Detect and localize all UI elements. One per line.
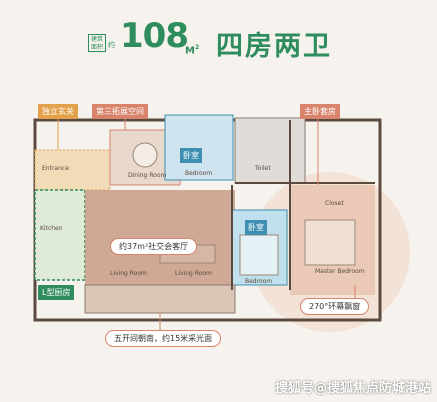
- plan-header: 建筑 面积 约 108 M2 四房两卫: [0, 10, 437, 62]
- callout-master: 主卧套房: [300, 104, 340, 119]
- kitchen-zone: [34, 189, 86, 281]
- entrance-zone: [34, 149, 111, 191]
- callout-foyer: 独立玄关: [38, 104, 78, 119]
- room-living-2: Living Room: [175, 270, 212, 277]
- callout-living: 约37m²社交会客厅: [110, 238, 198, 255]
- master-bed: [304, 219, 356, 266]
- area-value: 108: [120, 16, 189, 56]
- area-unit-sup: 2: [194, 44, 200, 51]
- area-unit-m: M: [185, 45, 195, 57]
- callout-kitchen: L型厨房: [38, 285, 75, 300]
- area-tag-line2: 面积: [90, 44, 103, 51]
- callout-bottom-note: 五开间朝南，约15米采光面: [105, 330, 222, 347]
- area-unit: M2: [185, 44, 199, 56]
- room-master: Master Bedroom: [315, 268, 365, 275]
- room-bedroom-b: Bedroom: [245, 278, 273, 285]
- dining-table: [132, 142, 158, 168]
- room-entrance: Entrance: [42, 165, 69, 172]
- watermark: 搜狐号@搜狐焦点防城港站: [274, 381, 431, 396]
- room-kitchen: Kitchen: [40, 225, 63, 232]
- area-tag: 建筑 面积: [88, 34, 106, 52]
- bathroom-zone: [234, 117, 306, 184]
- bedroom-bed: [239, 234, 279, 276]
- layout-title: 四房两卫: [216, 31, 332, 62]
- callout-bedroom-1: 卧室: [180, 148, 202, 163]
- room-living: Living Room: [110, 270, 147, 277]
- callout-bay: 270°环幕飘窗: [300, 298, 370, 315]
- room-toilet: Toilet: [255, 165, 271, 172]
- room-bedroom-a: Bedroom: [185, 170, 213, 177]
- area-tag-suffix: 约: [108, 41, 115, 49]
- balcony-zone: [84, 284, 236, 314]
- bedroom-top-zone: [164, 114, 234, 181]
- callout-bedroom-2: 卧室: [245, 220, 267, 235]
- room-dining: Dining Room: [128, 172, 167, 179]
- area-tag-line1: 建筑: [90, 36, 103, 43]
- callout-third-space: 第三拓展空间: [92, 104, 148, 119]
- living-zone: [85, 190, 235, 285]
- room-closet: Closet: [325, 200, 344, 207]
